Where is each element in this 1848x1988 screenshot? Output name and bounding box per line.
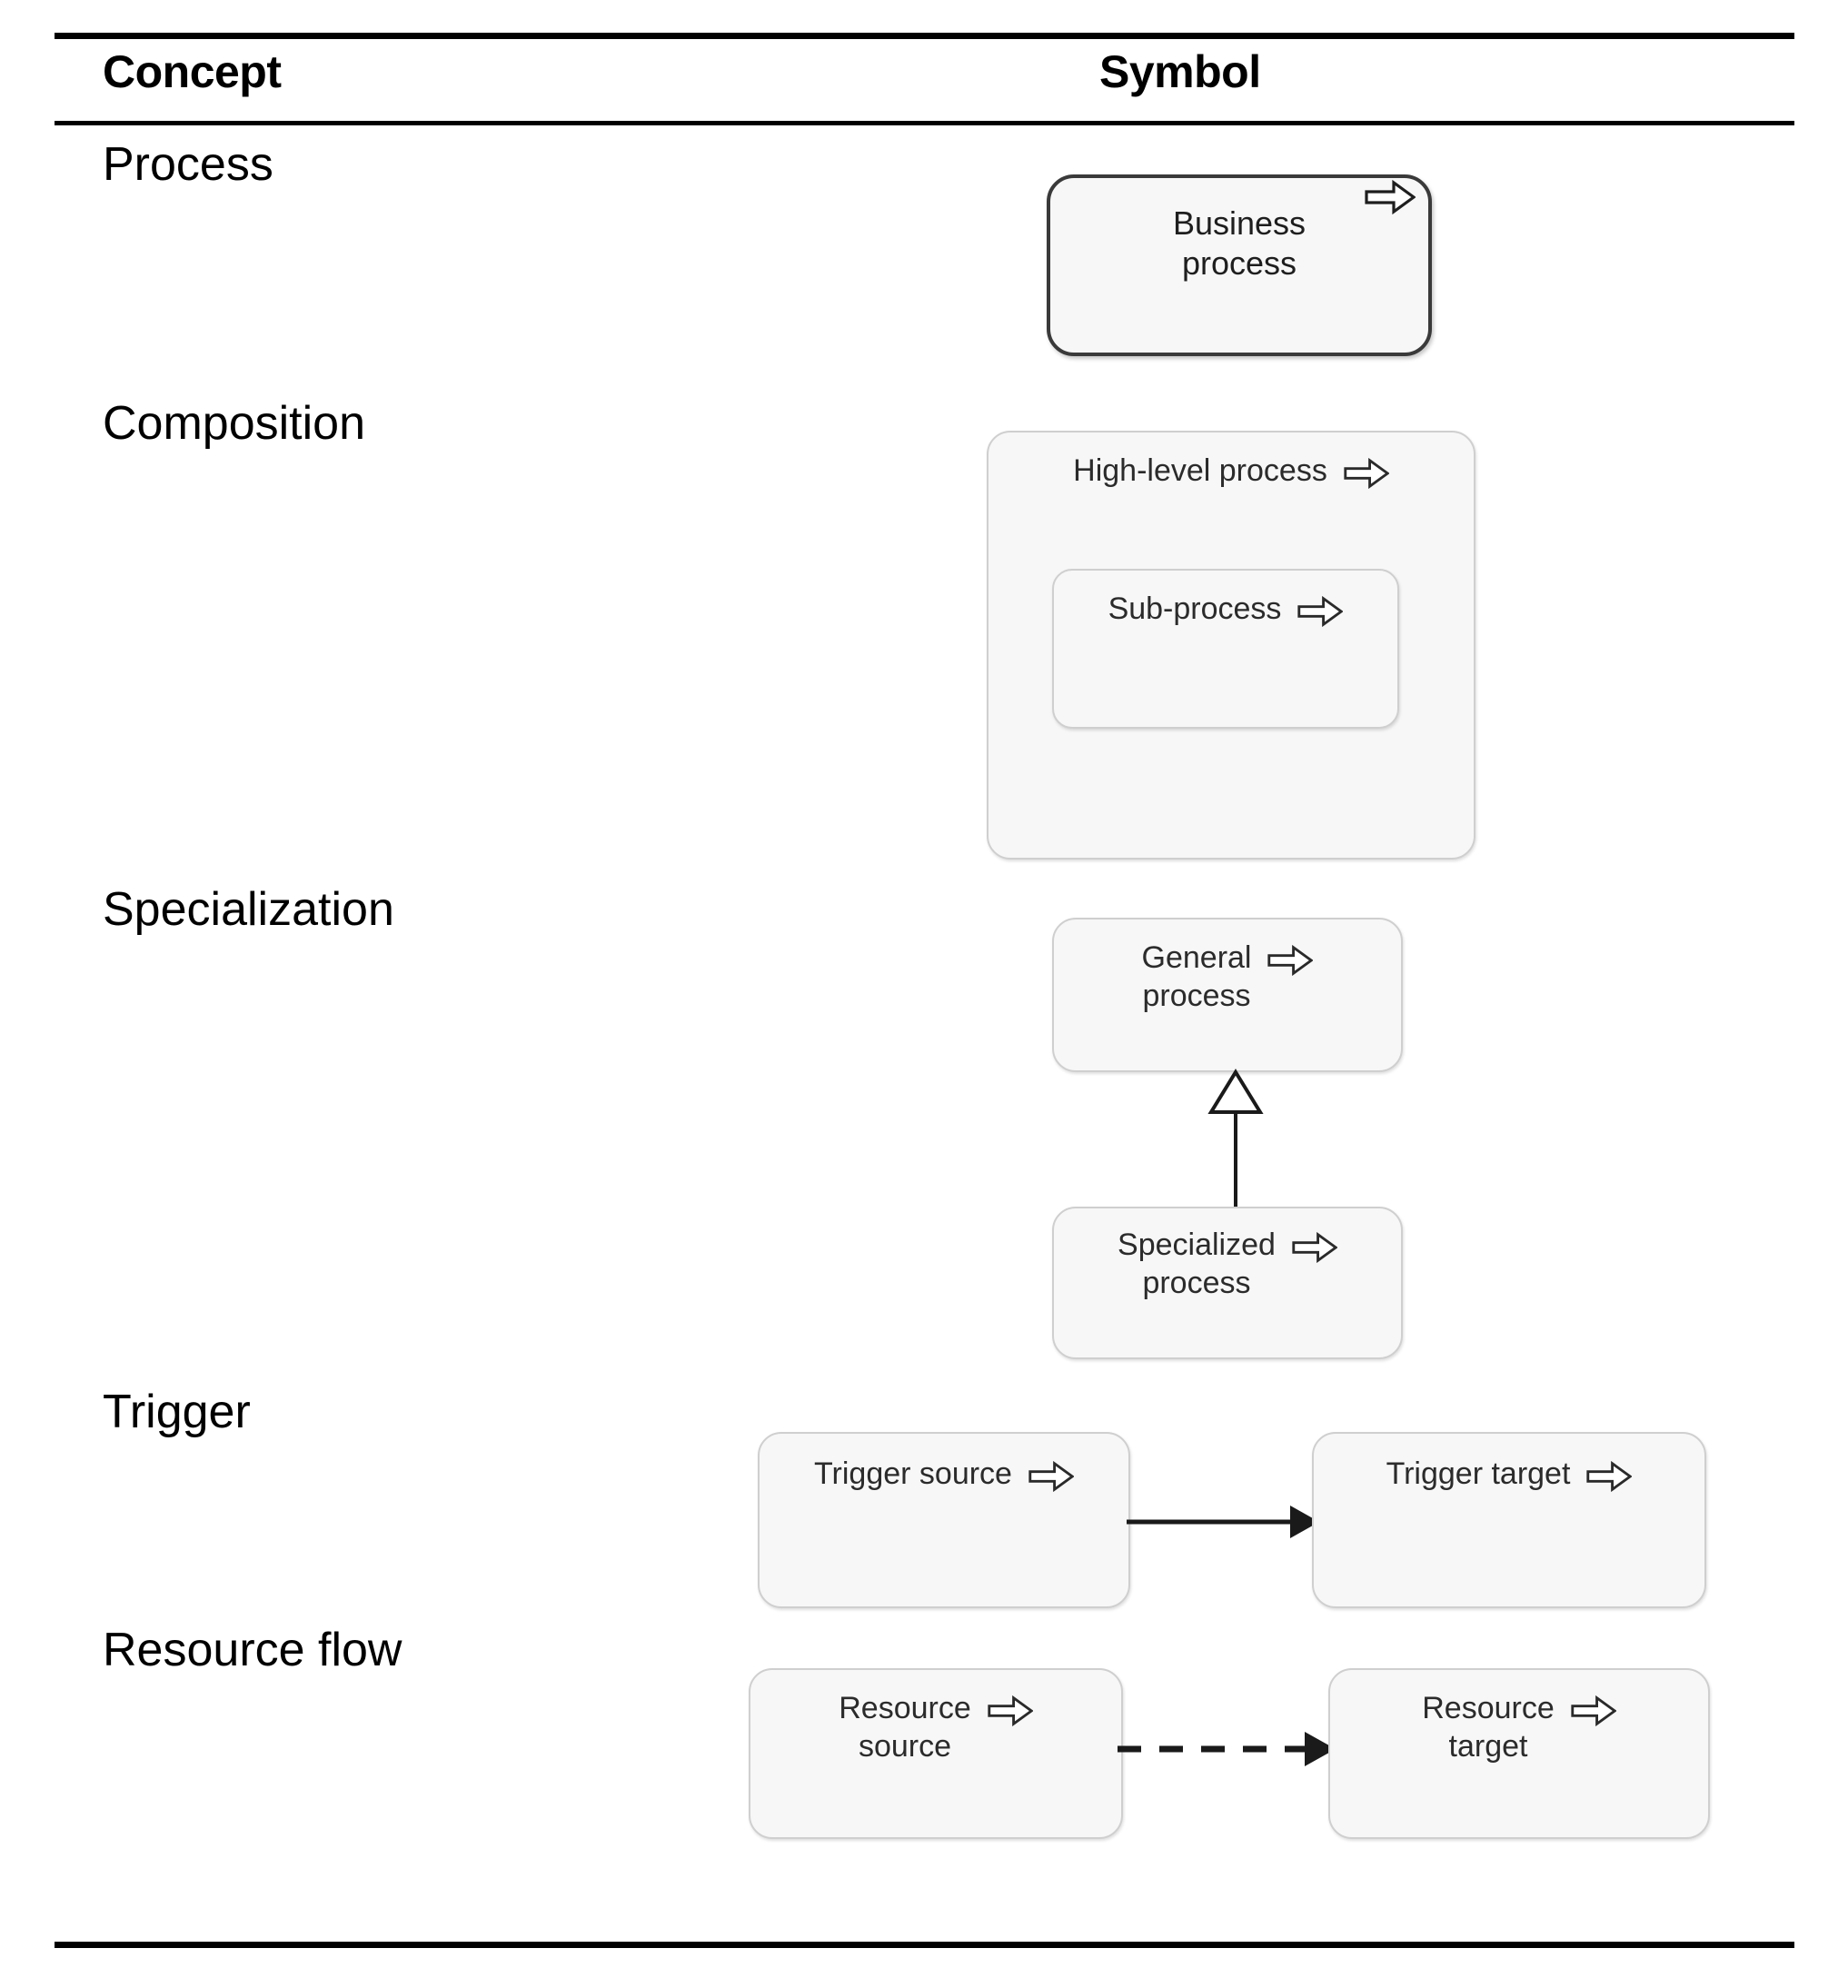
generalization-connector — [1207, 1069, 1264, 1210]
table-top-rule — [55, 33, 1794, 39]
trigger-source-label: Trigger source — [814, 1456, 1012, 1491]
sub-process-label: Sub-process — [1108, 591, 1282, 626]
trigger-target-label: Trigger target — [1386, 1456, 1571, 1491]
concept-label-resource-flow: Resource flow — [103, 1624, 402, 1676]
trigger-connector-arrow — [1127, 1506, 1319, 1538]
process-arrow-icon — [1292, 1232, 1337, 1263]
high-level-process-label: High-level process — [1073, 453, 1327, 488]
general-process-label: General process — [1141, 940, 1252, 1013]
concept-label-specialization: Specialization — [103, 883, 394, 936]
process-arrow-icon — [1267, 945, 1314, 976]
concept-label-composition: Composition — [103, 397, 366, 450]
resource-target-label: Resource target — [1422, 1691, 1555, 1764]
process-arrow-icon — [1365, 180, 1416, 214]
resource-target-box: Resource target — [1328, 1668, 1710, 1839]
resource-source-box: Resource source — [749, 1668, 1123, 1839]
process-arrow-icon — [1344, 458, 1389, 489]
column-header-symbol: Symbol — [1099, 46, 1261, 97]
table-header-rule — [55, 121, 1794, 125]
resource-flow-connector-arrow — [1118, 1732, 1336, 1766]
process-arrow-icon — [1571, 1695, 1616, 1726]
general-process-box: General process — [1052, 918, 1403, 1072]
resource-source-label: Resource source — [839, 1691, 971, 1764]
business-process-label: Business process — [1172, 204, 1307, 283]
sub-process-box: Sub-process — [1052, 569, 1399, 729]
trigger-source-box: Trigger source — [758, 1432, 1130, 1608]
process-arrow-icon — [1028, 1461, 1074, 1492]
concept-label-trigger: Trigger — [103, 1386, 251, 1438]
business-process-box: Business process — [1047, 174, 1432, 356]
process-arrow-icon — [1586, 1461, 1633, 1492]
concept-label-process: Process — [103, 138, 273, 191]
specialized-process-label: Specialized process — [1118, 1228, 1276, 1300]
process-arrow-icon — [1297, 596, 1344, 627]
process-arrow-icon — [988, 1695, 1033, 1726]
column-header-concept: Concept — [103, 46, 282, 97]
specialized-process-box: Specialized process — [1052, 1207, 1403, 1359]
table-bottom-rule — [55, 1942, 1794, 1948]
trigger-target-box: Trigger target — [1312, 1432, 1706, 1608]
